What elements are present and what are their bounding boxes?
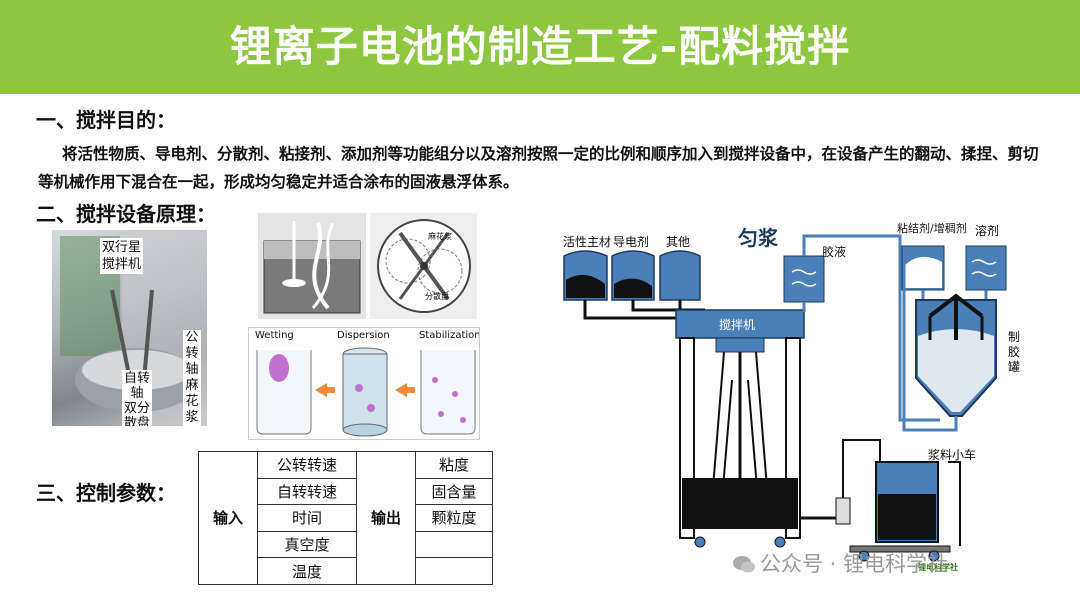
wechat-icon (732, 554, 756, 574)
table-row: 真空度 (199, 530, 493, 559)
label-solvent: 溶剂 (975, 224, 1000, 238)
slurry-cart (849, 461, 961, 562)
dispersion-label: Dispersion (337, 330, 390, 341)
hopper-binder (901, 245, 945, 291)
purpose-heading: 一、搅拌目的： (36, 108, 176, 132)
glue-hopper (783, 255, 825, 303)
label-cart: 浆料小车 (928, 448, 977, 462)
mixer-photo: 双行星 搅拌机 自转 轴 双分 散盘 (52, 230, 207, 426)
label-other: 其他 (666, 235, 691, 249)
dispersion-svg (256, 347, 476, 437)
vessel-svg (263, 221, 361, 314)
mixer-label: 双行星 搅拌机 (100, 238, 144, 274)
process-title: 匀浆 (738, 226, 778, 250)
input-cell: 真空度 (257, 530, 357, 559)
input-cell: 温度 (257, 557, 357, 585)
hopper-active (563, 250, 608, 301)
purpose-text: 将活性物质、导电剂、分散剂、粘接剂、添加剂等功能组分以及溶剂按照一定的比例和顺序… (38, 145, 1039, 191)
top-view-diagram: 麻花浆 分散盘 (370, 213, 477, 319)
principle-heading: 二、搅拌设备原理： (36, 202, 216, 226)
table-row: 时间 颗粒度 (199, 504, 493, 532)
watermark-text: 公众号 · 锂电科学社 (760, 552, 949, 576)
label-conductive: 导电剂 (613, 235, 650, 249)
label-binder: 粘结剂/增稠剂 (897, 222, 967, 235)
planetary-label: 公 转 轴 麻 花 浆 (183, 330, 201, 426)
output-cell: 颗粒度 (415, 504, 493, 532)
cart-badge: 锂电科学社 (918, 563, 958, 572)
dispersion-diagram: Wetting Dispersion Stabilization (248, 327, 480, 440)
disperse-disc-label: 分散盘 (425, 292, 449, 301)
stabilization-label: Stabilization (419, 330, 480, 341)
disperser-label: 自转 轴 双分 散盘 (122, 370, 153, 426)
hopper-other (659, 250, 701, 301)
title-bar (0, 0, 1080, 94)
table-row: 输入 公转转速 输出 粘度 (198, 451, 493, 585)
params-table: 输入 公转转速 输出 粘度 自转转速 固含量 时间 颗粒度 真空度 温度 (198, 451, 493, 585)
glue-tank (915, 293, 997, 417)
label-mixer: 搅拌机 (719, 318, 756, 332)
params-heading: 三、控制参数： (36, 481, 176, 505)
watermark: 公众号 · 锂电科学社 (732, 548, 948, 578)
input-cell: 公转转速 (257, 451, 357, 479)
hopper-conductive (611, 250, 655, 301)
table-row: 温度 (199, 557, 493, 585)
top-view-svg (377, 219, 471, 313)
mixer-vessel (679, 337, 801, 548)
hopper-solvent (965, 245, 1007, 291)
wetting-label: Wetting (255, 330, 294, 341)
output-cell: 粘度 (415, 451, 493, 479)
output-cell: 固含量 (415, 477, 493, 506)
page-title: 锂离子电池的制造工艺-配料搅拌 (229, 22, 851, 71)
vessel-diagram (258, 213, 366, 319)
label-active: 活性主材 (563, 235, 612, 249)
label-glue-tank: 制 胶 罐 (1008, 330, 1021, 374)
output-header: 输出 (356, 451, 416, 585)
twist-paddle-label: 麻花浆 (428, 232, 452, 241)
label-glue: 胶液 (822, 245, 847, 259)
output-cell (415, 557, 493, 585)
input-header: 输入 (198, 451, 258, 585)
